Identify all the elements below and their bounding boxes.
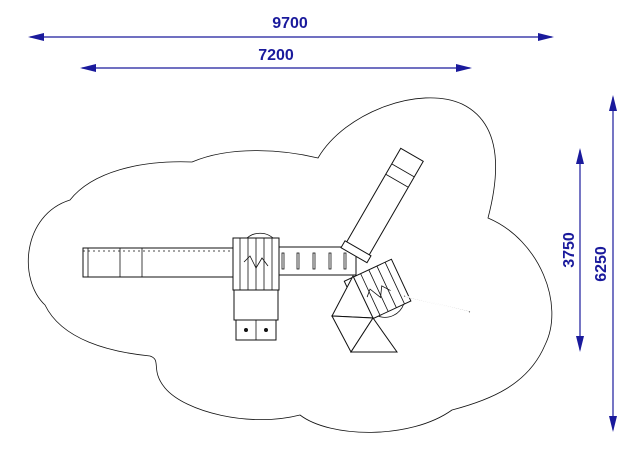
structure-width-label: 7200	[258, 47, 294, 64]
safety-zone-outline	[27, 97, 553, 433]
handrail	[403, 295, 471, 313]
straight-slide	[82, 247, 236, 278]
left-tower	[232, 232, 280, 341]
dimension-structure-depth: 3750	[561, 148, 584, 352]
overall-depth-label: 6250	[593, 246, 610, 282]
bridge	[278, 246, 357, 276]
overall-width-label: 9700	[272, 15, 308, 32]
climbing-net	[331, 274, 398, 353]
tube-slide	[340, 147, 424, 264]
dimension-overall-width: 9700	[28, 15, 554, 41]
dimension-structure-width: 7200	[80, 47, 472, 72]
dimension-overall-depth: 6250	[593, 95, 617, 432]
structure-depth-label: 3750	[561, 232, 578, 268]
